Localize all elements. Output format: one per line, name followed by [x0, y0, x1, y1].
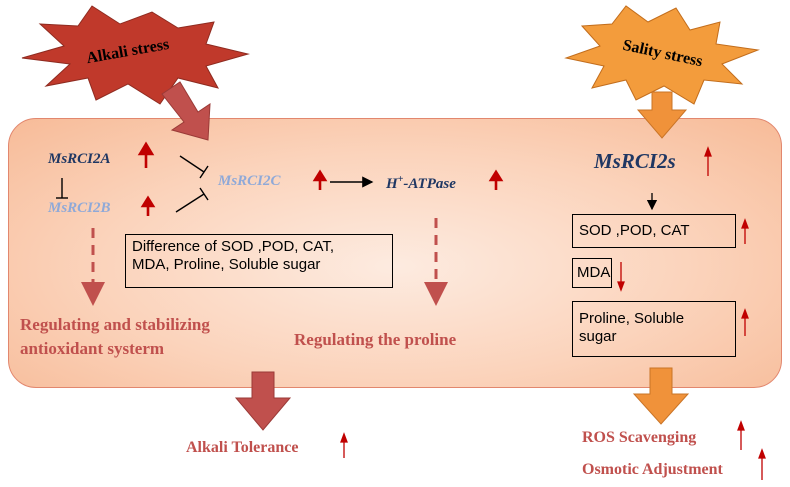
gene-msrci2b: MsRCI2B	[48, 200, 111, 216]
result-antioxidant-line1: Regulating and stabilizing	[20, 315, 210, 334]
box-proline-sugar-line2: sugar	[579, 328, 617, 345]
box-proline-sugar: Proline, Soluble sugar	[572, 301, 736, 357]
outcome-osmotic-adjustment: Osmotic Adjustment	[582, 461, 723, 478]
salt-stress-burst	[564, 5, 760, 105]
difference-box: Difference of SOD ,POD, CAT, MDA, Prolin…	[125, 234, 393, 288]
result-proline: Regulating the proline	[294, 330, 457, 349]
box-sod-pod-cat: SOD ,POD, CAT	[572, 214, 736, 248]
alkali-outcome-arrow	[234, 371, 292, 431]
up-arrows-thin	[340, 146, 766, 480]
outcome-ros-scavenging: ROS Scavenging	[582, 429, 697, 446]
alkali-stress-burst	[21, 5, 250, 105]
gene-msrci2s: MsRCI2s	[594, 149, 676, 173]
box-proline-sugar-line1: Proline, Soluble	[579, 310, 685, 327]
cell-panel	[8, 118, 782, 388]
gene-h-atpase: H+-ATPase	[386, 174, 456, 192]
alkali-entry-arrow	[161, 81, 211, 141]
down-arrow-mda	[617, 262, 625, 292]
result-antioxidant-line2: antioxidant systerm	[20, 339, 165, 358]
gene-msrci2a: MsRCI2A	[48, 151, 111, 167]
inhibit-a-to-c-bar	[199, 165, 209, 179]
salt-entry-arrow	[636, 91, 688, 139]
outcome-alkali-tolerance: Alkali Tolerance	[186, 439, 299, 456]
up-arrows-thick	[137, 141, 504, 216]
gene-msrci2c: MsRCI2C	[218, 173, 281, 189]
inhibit-b-to-c	[175, 193, 205, 213]
inhibit-a-to-c	[179, 155, 205, 173]
inhibit-b-to-c-bar	[199, 187, 209, 201]
box-mda: MDA	[572, 258, 612, 288]
salt-outcome-arrow	[632, 367, 690, 425]
difference-box-line1: Difference of SOD ,POD, CAT,	[132, 238, 335, 255]
difference-box-line2: MDA, Proline, Soluble sugar	[132, 256, 321, 273]
